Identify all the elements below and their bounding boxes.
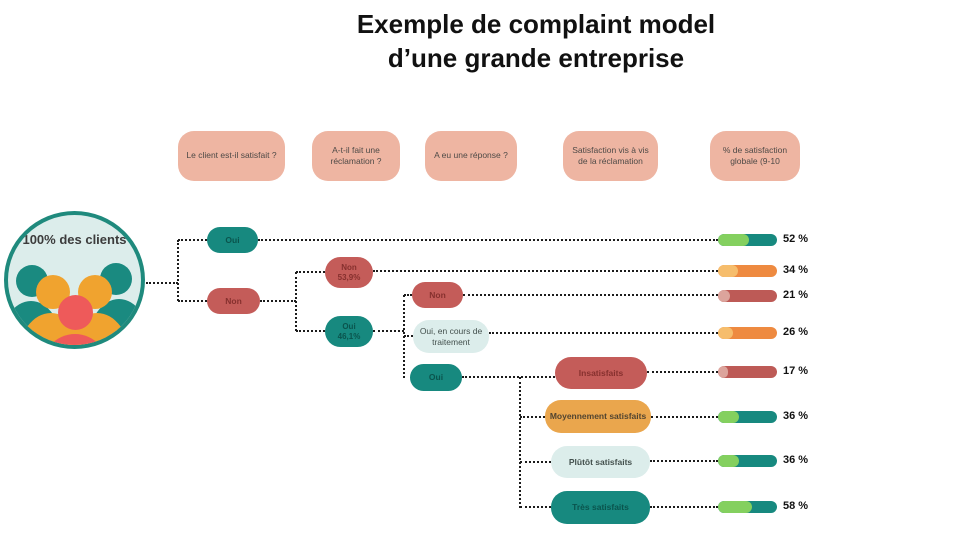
dotted-connector bbox=[260, 300, 296, 302]
dotted-connector bbox=[462, 376, 555, 378]
dotted-connector bbox=[463, 294, 718, 296]
dotted-connector bbox=[520, 461, 551, 463]
dotted-connector bbox=[404, 335, 413, 337]
dotted-connector bbox=[647, 371, 718, 373]
node-moyennement-satisfaits: Moyennement satisfaits bbox=[545, 400, 651, 433]
customers-circle: 100% des clients bbox=[4, 211, 145, 349]
node-oui-level1: Oui bbox=[207, 227, 258, 253]
node-oui-en-cours: Oui, en cours de traitement bbox=[413, 320, 489, 353]
progress-bar-en-cours bbox=[718, 327, 777, 339]
dotted-connector bbox=[373, 330, 404, 332]
dotted-connector bbox=[373, 270, 718, 272]
bar-value-label: 36 % bbox=[783, 410, 809, 422]
dotted-connector bbox=[520, 416, 545, 418]
bar-fill bbox=[718, 290, 731, 302]
dotted-connector bbox=[178, 239, 207, 241]
dotted-connector bbox=[178, 300, 207, 302]
bar-fill bbox=[718, 501, 753, 513]
node-insatisfaits: Insatisfaits bbox=[555, 357, 647, 389]
title-line-1: Exemple de complaint model bbox=[356, 9, 716, 39]
header-card-satisfied: Le client est-il satisfait ? bbox=[178, 131, 285, 181]
dotted-connector bbox=[650, 460, 718, 462]
dotted-connector bbox=[177, 240, 179, 301]
dotted-connector bbox=[296, 271, 325, 273]
page-title: Exemple de complaint model d’une grande … bbox=[236, 8, 836, 76]
bar-fill bbox=[718, 455, 740, 467]
progress-bar-insatisfaits bbox=[718, 366, 777, 378]
dotted-connector bbox=[520, 506, 551, 508]
dotted-connector bbox=[519, 377, 521, 508]
bar-value-label: 34 % bbox=[783, 264, 809, 276]
node-non-level3: Non bbox=[412, 282, 463, 308]
dotted-connector bbox=[146, 282, 178, 284]
node-non-level1: Non bbox=[207, 288, 260, 314]
bar-value-label: 17 % bbox=[783, 365, 809, 377]
bar-value-label: 21 % bbox=[783, 289, 809, 301]
node-plutot-satisfaits: Plûtôt satisfaits bbox=[551, 446, 650, 478]
title-line-2: d’une grande entreprise bbox=[387, 42, 685, 73]
progress-bar-moyennement bbox=[718, 411, 777, 423]
progress-bar-oui bbox=[718, 234, 777, 246]
bar-fill bbox=[718, 327, 734, 339]
bar-value-label: 58 % bbox=[783, 500, 809, 512]
header-card-global-satisfaction: % de satisfaction globale (9-10 bbox=[710, 131, 800, 181]
progress-bar-non-reponse bbox=[718, 290, 777, 302]
bar-value-label: 26 % bbox=[783, 326, 809, 338]
header-card-response: A eu une réponse ? bbox=[425, 131, 517, 181]
bar-fill bbox=[718, 411, 740, 423]
dotted-connector bbox=[295, 272, 297, 331]
dotted-connector bbox=[650, 506, 718, 508]
progress-bar-plutot bbox=[718, 455, 777, 467]
dotted-connector bbox=[404, 294, 412, 296]
dotted-connector bbox=[258, 239, 718, 241]
dotted-connector bbox=[296, 330, 325, 332]
header-card-claim-satisfaction: Satisfaction vis à vis de la réclamation bbox=[563, 131, 658, 181]
progress-bar-tres bbox=[718, 501, 777, 513]
bar-fill bbox=[718, 234, 749, 246]
customers-label: 100% des clients bbox=[22, 232, 127, 247]
bar-value-label: 36 % bbox=[783, 454, 809, 466]
dotted-connector bbox=[489, 332, 718, 334]
bar-value-label: 52 % bbox=[783, 233, 809, 245]
dotted-connector bbox=[651, 416, 718, 418]
node-tres-satisfaits: Très satisfaits bbox=[551, 491, 650, 524]
node-oui-level3: Oui bbox=[410, 364, 462, 391]
node-oui-level2: Oui 46,1% bbox=[325, 316, 373, 347]
bar-fill bbox=[718, 366, 729, 378]
header-card-complaint: A-t-il fait une réclamation ? bbox=[312, 131, 400, 181]
node-non-level2: Non 53,9% bbox=[325, 257, 373, 288]
bar-fill bbox=[718, 265, 739, 277]
progress-bar-non-reclam bbox=[718, 265, 777, 277]
